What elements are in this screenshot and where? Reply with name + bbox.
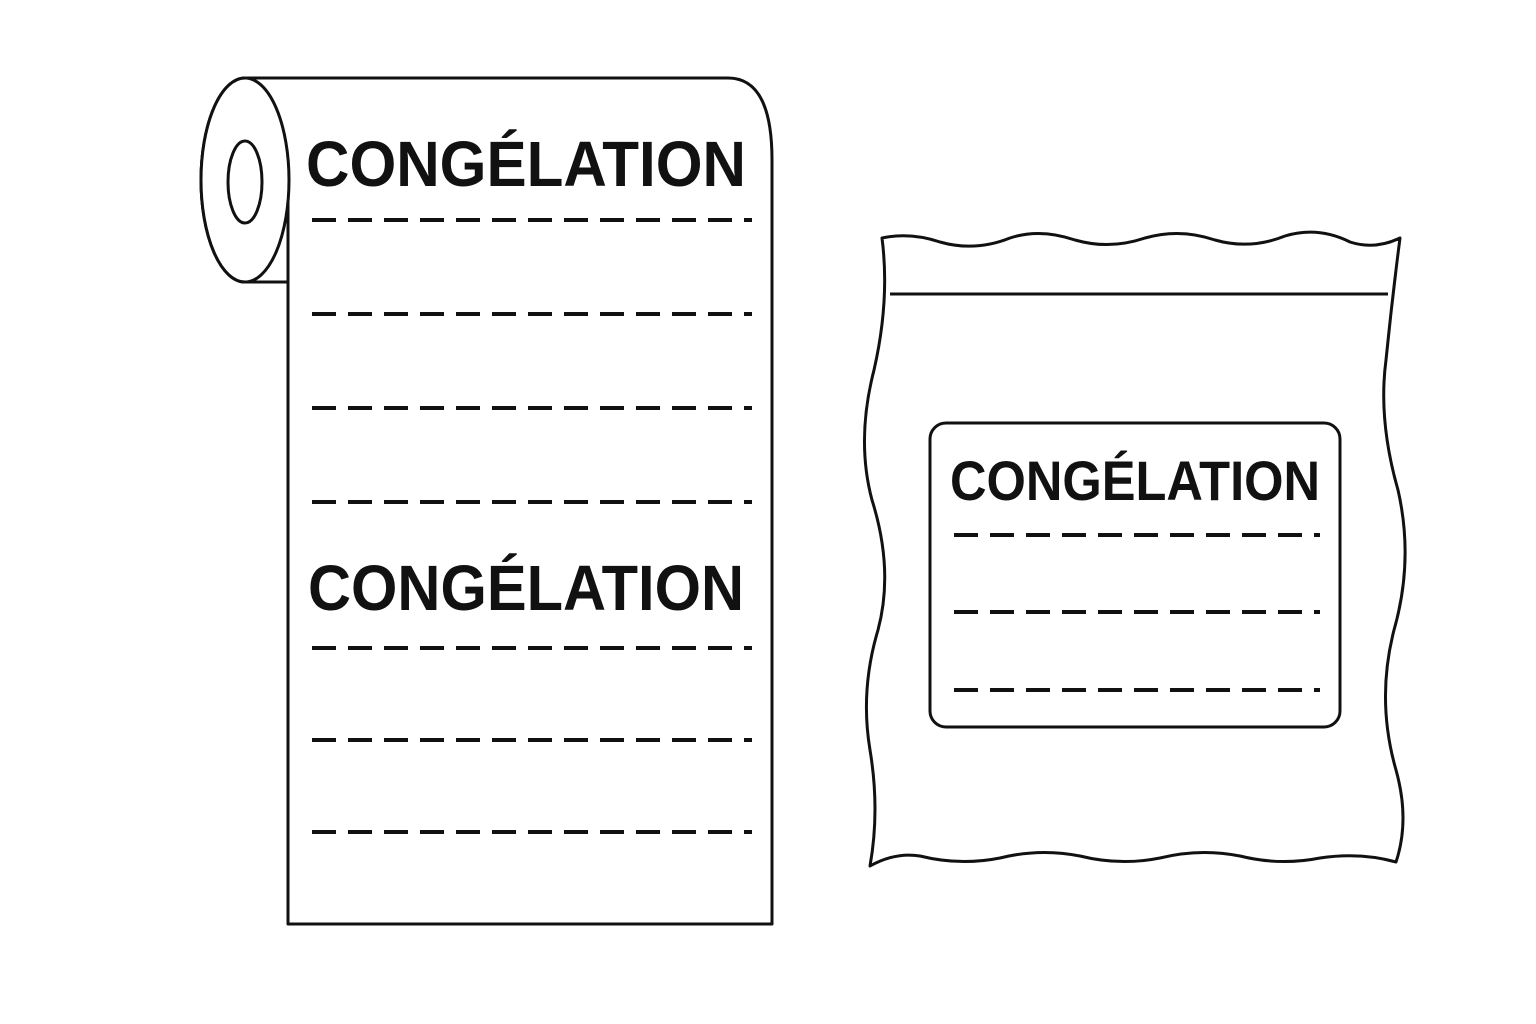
roll-label-2-title: CONGÉLATION: [308, 552, 744, 624]
freezer-bag: CONGÉLATION: [863, 230, 1407, 868]
bag-label-card: [928, 421, 1342, 729]
roll-core-icon: [226, 139, 264, 225]
bag-label-title: CONGÉLATION: [950, 449, 1320, 512]
roll-end-cap: [199, 76, 291, 284]
roll-label-1-title: CONGÉLATION: [306, 128, 746, 200]
label-roll: CONGÉLATION CONGÉLATION: [199, 76, 774, 926]
